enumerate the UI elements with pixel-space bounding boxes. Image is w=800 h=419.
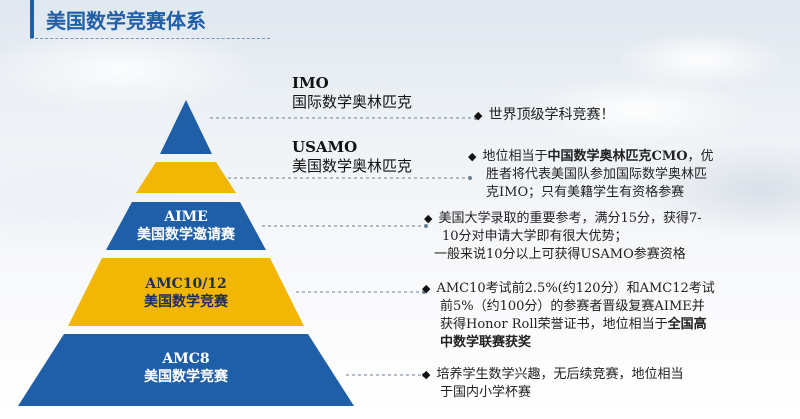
- bullet-icon: ◆: [468, 150, 477, 163]
- label-amc1012: AMC10/12 美国数学竞赛: [86, 275, 286, 311]
- tier-imo: [160, 100, 212, 154]
- desc-aime-line3: 一般来说10分以上可获得USAMO参赛资格: [434, 247, 686, 262]
- tier-usamo: [136, 162, 236, 193]
- connector-dot-amc8: [422, 373, 426, 377]
- desc-amc-line1: ◆AMC10考试前2.5%(约120分）和AMC12考试: [422, 281, 715, 296]
- label-amc1012-cn: 美国数学竞赛: [144, 294, 228, 310]
- connector-dot-usamo: [468, 176, 472, 180]
- label-usamo-en: USAMO: [292, 138, 358, 156]
- connector-dot-aime: [424, 224, 428, 228]
- desc-usamo-line1: ◆地位相当于中国数学奥林匹克CMO，优: [468, 149, 714, 164]
- label-amc8-en: AMC8: [162, 351, 210, 367]
- title-bar: 美国数学竞赛体系: [30, 0, 306, 38]
- desc-aime-line1: ◆美国大学录取的重要参考，满分15分，获得7-: [424, 211, 702, 226]
- label-usamo-cn: 美国数学奥林匹克: [292, 157, 413, 175]
- label-aime: AIME 美国数学邀请赛: [106, 208, 266, 244]
- desc-imo: ◆ 世界顶级学科竞赛！: [474, 106, 614, 125]
- desc-amc1012: ◆AMC10考试前2.5%(约120分）和AMC12考试 前5%（约100分）的…: [422, 280, 792, 352]
- label-amc8: AMC8 美国数学竞赛: [86, 350, 286, 386]
- desc-usamo-line2: 胜者将代表美国队参加国际数学奥林匹: [486, 167, 708, 182]
- label-imo: IMO 国际数学奥林匹克: [292, 74, 412, 112]
- desc-amc-line4: 中数学联赛获奖: [440, 335, 532, 350]
- bullet-icon: ◆: [422, 368, 431, 381]
- bullet-icon: ◆: [474, 109, 483, 122]
- desc-imo-text: 世界顶级学科竞赛！: [488, 107, 615, 123]
- page-title: 美国数学竞赛体系: [46, 8, 206, 33]
- bullet-icon: ◆: [424, 212, 433, 225]
- desc-aime: ◆美国大学录取的重要参考，满分15分，获得7- 10分对申请大学即有很大优势； …: [424, 210, 784, 264]
- desc-amc8-line1: ◆培养学生数学兴趣，无后续竞赛，地位相当: [422, 367, 684, 382]
- bullet-icon: ◆: [422, 282, 431, 295]
- label-aime-en: AIME: [164, 209, 208, 225]
- title-divider: [30, 38, 270, 39]
- tier-amc8: [18, 334, 354, 406]
- tier-amc1012: [68, 258, 304, 326]
- label-amc1012-en: AMC10/12: [145, 276, 227, 292]
- desc-amc8: ◆培养学生数学兴趣，无后续竞赛，地位相当 于国内小学杯赛: [422, 366, 792, 402]
- tier-aime: [106, 202, 266, 250]
- desc-usamo-line3: 克IMO；只有美籍学生有资格参赛: [486, 185, 685, 200]
- label-amc8-cn: 美国数学竞赛: [144, 369, 228, 385]
- desc-amc-line3: 获得Honor Roll荣誉证书，地位相当于全国高: [440, 317, 707, 332]
- desc-aime-line2: 10分对申请大学即有很大优势；: [442, 229, 628, 244]
- desc-usamo: ◆地位相当于中国数学奥林匹克CMO，优 胜者将代表美国队参加国际数学奥林匹 克I…: [468, 148, 788, 202]
- label-imo-en: IMO: [292, 74, 329, 92]
- label-imo-cn: 国际数学奥林匹克: [292, 93, 413, 111]
- connector-dot-imo: [474, 116, 478, 120]
- label-aime-cn: 美国数学邀请赛: [137, 227, 235, 243]
- desc-amc8-line2: 于国内小学杯赛: [440, 385, 532, 400]
- label-usamo: USAMO 美国数学奥林匹克: [292, 138, 412, 176]
- connector-dot-amc1012: [422, 290, 426, 294]
- desc-amc-line2: 前5%（约100分）的参赛者晋级复赛AIME并: [440, 299, 705, 314]
